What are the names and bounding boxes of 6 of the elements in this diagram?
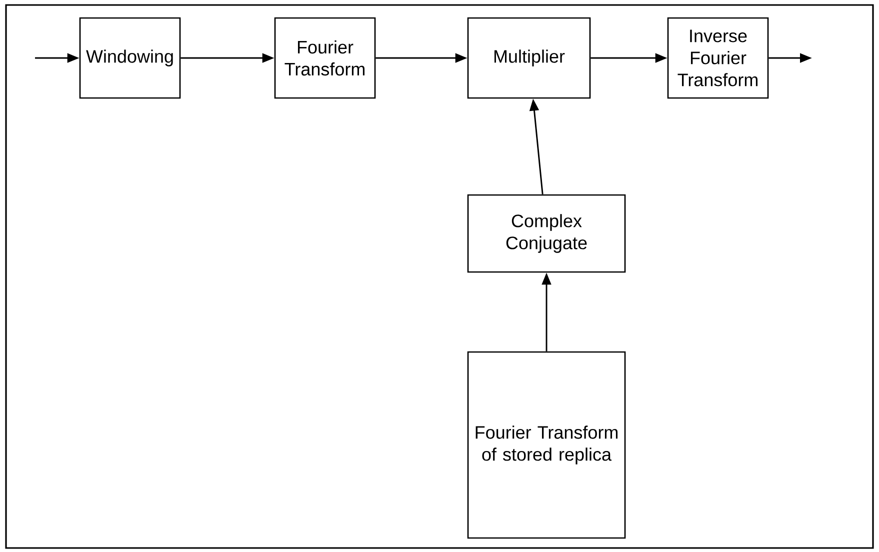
process-box: Windowing: [79, 17, 181, 99]
process-box: Fourier Transform of stored replica: [467, 351, 626, 539]
process-box: Complex Conjugate: [467, 194, 626, 273]
process-box: Inverse Fourier Transform: [667, 17, 769, 99]
process-box: Fourier Transform: [274, 17, 376, 99]
process-box: Multiplier: [467, 17, 591, 99]
